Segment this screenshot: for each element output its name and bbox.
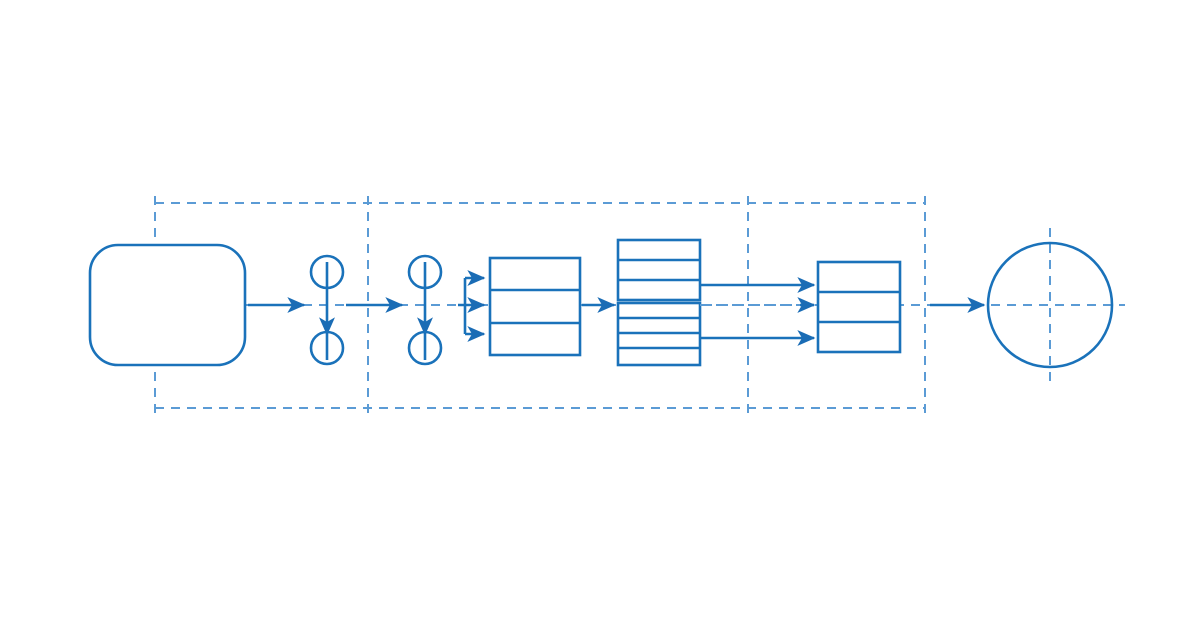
terminal-circle-node[interactable] bbox=[986, 241, 1114, 369]
circle-pair-1-top-circle[interactable] bbox=[309, 254, 345, 290]
rounded-rectangle-shape[interactable] bbox=[88, 243, 247, 367]
circle-pair-2-top-circle[interactable] bbox=[407, 254, 443, 290]
row-stack-node-b-upper[interactable] bbox=[616, 238, 702, 302]
row-stack-b-upper-outline[interactable] bbox=[616, 238, 702, 302]
rounded-rectangle-node[interactable] bbox=[88, 243, 247, 367]
circle-pair-1-bottom-circle[interactable] bbox=[309, 330, 345, 366]
terminal-circle-shape[interactable] bbox=[986, 241, 1114, 369]
row-stack-c-outline[interactable] bbox=[816, 260, 902, 354]
row-stack-node-c[interactable] bbox=[816, 260, 902, 354]
row-stack-node-b-lower[interactable] bbox=[616, 301, 702, 367]
row-stack-node-a[interactable] bbox=[488, 256, 582, 357]
circle-pair-node-1[interactable] bbox=[309, 254, 345, 366]
fanout-bracket-to-table-a bbox=[458, 269, 486, 343]
circle-pair-2-bottom-circle[interactable] bbox=[407, 330, 443, 366]
circle-pair-node-2[interactable] bbox=[407, 254, 443, 366]
row-stack-a-outline[interactable] bbox=[488, 256, 582, 357]
